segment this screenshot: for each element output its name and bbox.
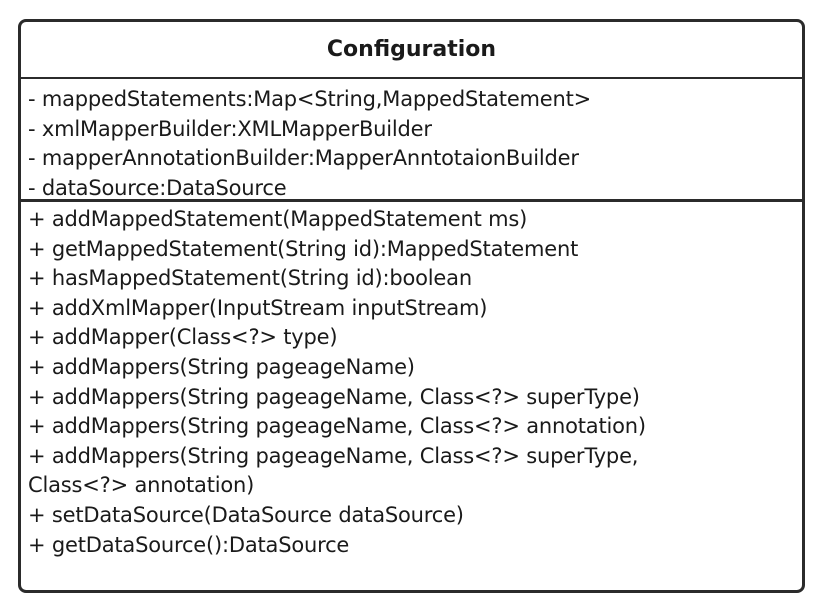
operation-add-mapper: + addMapper(Class<?> type) <box>28 325 338 350</box>
uml-class-box: Configuration - mappedStatements:Map<Str… <box>18 19 805 593</box>
operation-add-mappers-supertype-annotation-cont: Class<?> annotation) <box>28 473 255 498</box>
operation-get-mapped-statement: + getMappedStatement(String id):MappedSt… <box>28 236 579 261</box>
class-name: Configuration <box>21 22 802 79</box>
attribute-mapper-annotation-builder: - mapperAnnotationBuilder:MapperAnntotai… <box>28 146 579 171</box>
operation-add-mappers-supertype: + addMappers(String pageageName, Class<?… <box>28 384 640 409</box>
attributes-compartment: - mappedStatements:Map<String,MappedStat… <box>21 79 802 202</box>
attribute-xml-mapper-builder: - xmlMapperBuilder:XMLMapperBuilder <box>28 116 432 141</box>
operation-add-mappers-package: + addMappers(String pageageName) <box>28 354 415 379</box>
operation-add-mappers-supertype-annotation: + addMappers(String pageageName, Class<?… <box>28 443 639 468</box>
operation-add-mapped-statement: + addMappedStatement(MappedStatement ms) <box>28 207 528 231</box>
attribute-mapped-statements: - mappedStatements:Map<String,MappedStat… <box>28 87 592 111</box>
operation-add-xml-mapper: + addXmlMapper(InputStream inputStream) <box>28 295 488 320</box>
operation-set-data-source: + setDataSource(DataSource dataSource) <box>28 502 464 527</box>
operation-add-mappers-annotation: + addMappers(String pageageName, Class<?… <box>28 414 646 439</box>
operations-compartment: + addMappedStatement(MappedStatement ms)… <box>21 202 802 560</box>
operation-get-data-source: + getDataSource():DataSource <box>28 532 350 557</box>
operation-has-mapped-statement: + hasMappedStatement(String id):boolean <box>28 266 472 291</box>
attribute-data-source: - dataSource:DataSource <box>28 176 287 201</box>
